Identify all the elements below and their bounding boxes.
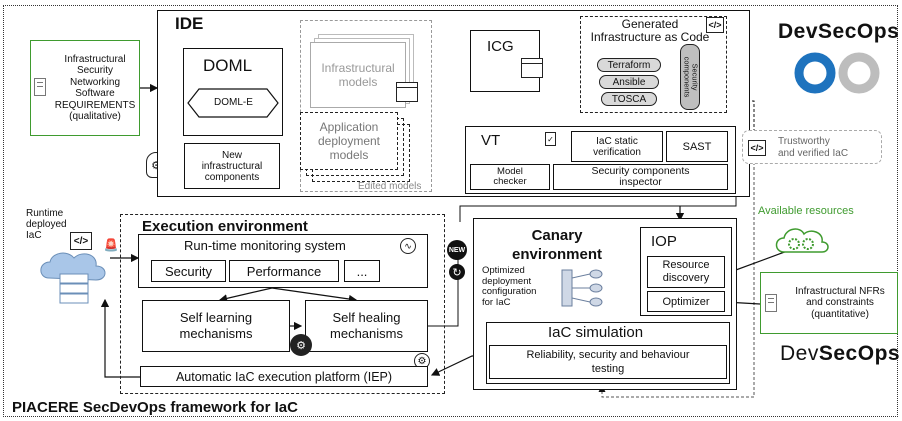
nfrs-document-icon	[765, 294, 777, 312]
new-components-text: New infrastructural components	[201, 149, 263, 183]
security-components-label: Security components	[682, 56, 700, 98]
doml-e-shape	[187, 88, 279, 118]
monitor-wave-icon: ∿	[400, 238, 416, 254]
more-metrics-box: ...	[344, 260, 380, 282]
requirements-text: Infrastructural Security Networking Soft…	[54, 53, 136, 123]
optimizer-box: Optimizer	[647, 291, 725, 312]
doml-e-label: DOML-E	[214, 97, 253, 108]
ansible-pill: Ansible	[599, 75, 659, 89]
model-checker-box: Model checker	[470, 164, 550, 190]
server-database-icon	[561, 269, 603, 307]
window-icon	[396, 82, 418, 102]
new-badge-label: NEW	[448, 246, 466, 254]
infinity-loop-logo	[794, 52, 880, 94]
brand-sec: Sec	[818, 20, 857, 43]
infra-models-page: Infrastructural models	[310, 42, 406, 108]
devsecops-logo-top: DevSecOps	[778, 20, 899, 44]
optimizer-label: Optimizer	[662, 295, 710, 308]
cloud-server-icon	[40, 252, 106, 304]
nfrs-text: Infrastructural NFRs and constraints (qu…	[795, 285, 885, 320]
trustworthy-label: Trustworthy and verified IaC	[778, 136, 849, 159]
siren-icon: 🚨	[103, 238, 119, 252]
monitoring-title: Run-time monitoring system	[184, 238, 346, 253]
security-inspector-box: Security components inspector	[553, 164, 728, 190]
icg-title: ICG	[487, 38, 514, 55]
security-components-cylinder: Security components	[680, 44, 700, 110]
new-components-note: New infrastructural components	[184, 143, 280, 189]
canary-title: Canary environment	[511, 227, 602, 263]
doml-title: DOML	[203, 56, 253, 75]
security-inspector-label: Security components inspector	[591, 164, 690, 188]
performance-metric-box: Performance	[229, 260, 339, 282]
app-models-text: Application deployment models	[317, 120, 381, 162]
brand-bottom-dev: Dev	[780, 342, 819, 365]
tosca-label: TOSCA	[611, 93, 647, 105]
model-checker-label: Model checker	[493, 165, 527, 187]
available-resources-label: Available resources	[758, 205, 854, 217]
new-badge: NEW	[447, 240, 467, 260]
code-icon: </>	[706, 17, 724, 33]
security-metric-box: Security	[151, 260, 226, 282]
iop-title: IOP	[651, 233, 677, 250]
edited-models-label: Edited models	[358, 181, 422, 192]
execution-title: Execution environment	[142, 218, 308, 235]
icg-window-icon	[521, 58, 543, 78]
optimized-config-label: Optimized deployment configuration for I…	[482, 265, 537, 308]
document-icon	[34, 78, 46, 96]
iep-label: Automatic IaC execution platform (IEP)	[175, 369, 393, 384]
infra-models-text: Infrastructural models	[321, 61, 395, 89]
resource-discovery-label: Resource discovery	[662, 259, 710, 284]
sast-label: SAST	[682, 140, 712, 153]
runtime-code-icon: </>	[70, 232, 92, 250]
generated-iac-title: Generated Infrastructure as Code	[590, 17, 710, 44]
self-healing-box: Self healing mechanisms	[305, 300, 428, 352]
iep-box: Automatic IaC execution platform (IEP)	[140, 366, 428, 387]
ide-title: IDE	[175, 14, 204, 33]
framework-title: PIACERE SecDevOps framework for IaC	[12, 399, 298, 416]
checklist-icon: ✓	[545, 132, 556, 146]
cloud-gears-icon	[775, 228, 829, 253]
self-healing-label: Self healing mechanisms	[330, 310, 403, 341]
testing-label: Reliability, security and behaviour test…	[526, 349, 690, 375]
self-learning-box: Self learning mechanisms	[142, 300, 290, 352]
edited-models-frame	[300, 20, 432, 192]
security-metric-label: Security	[165, 263, 212, 279]
runtime-label: Runtime deployed IaC	[26, 208, 67, 241]
execution-env-box	[120, 214, 445, 394]
iac-static-label: IaC static verification	[593, 135, 641, 158]
ansible-label: Ansible	[612, 76, 646, 88]
brand-dev: Dev	[778, 20, 819, 43]
tosca-pill: TOSCA	[601, 92, 657, 106]
resource-discovery-box: Resource discovery	[647, 256, 725, 288]
brand-bottom-ops: Ops	[857, 342, 901, 365]
devsecops-logo-bottom: DevSecOps	[780, 342, 900, 366]
requirements-note: Infrastructural Security Networking Soft…	[30, 40, 140, 136]
ai-head-icon: ⚙	[290, 334, 312, 356]
brand-bottom-sec: Sec	[818, 342, 858, 365]
framework-frame	[3, 5, 898, 417]
generated-iac-box	[580, 16, 727, 113]
iac-simulation-title: IaC simulation	[548, 324, 644, 341]
brand-ops: Ops	[856, 20, 900, 43]
performance-metric-label: Performance	[246, 263, 322, 279]
terraform-label: Terraform	[607, 59, 651, 71]
nfrs-note: Infrastructural NFRs and constraints (qu…	[760, 272, 898, 334]
terraform-pill: Terraform	[597, 58, 661, 72]
iac-static-box: IaC static verification	[571, 131, 663, 162]
vt-title: VT	[481, 132, 501, 149]
trustworthy-code-icon: </>	[748, 140, 766, 156]
testing-box: Reliability, security and behaviour test…	[489, 345, 727, 379]
sast-box: SAST	[666, 131, 728, 162]
self-learning-label: Self learning mechanisms	[179, 310, 253, 341]
app-models-page: Application deployment models	[300, 112, 398, 170]
refresh-icon: ↻	[449, 264, 465, 280]
more-metrics-label: ...	[356, 263, 368, 279]
